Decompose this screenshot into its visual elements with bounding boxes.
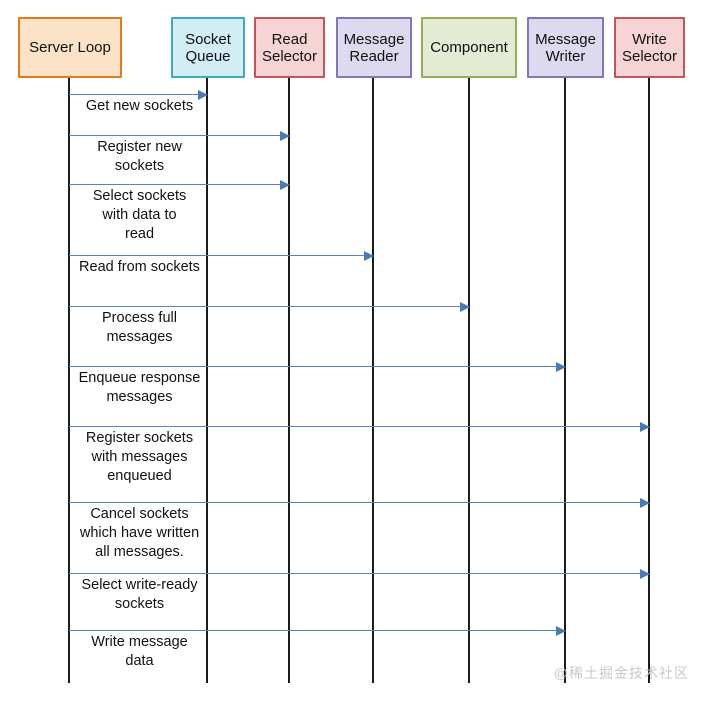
participant-label: Socket Queue [185,30,231,65]
message-arrow-select-write-ready-sockets [69,573,641,574]
arrowhead-select-write-ready-sockets [640,568,650,579]
arrowhead-cancel-sockets-written [640,497,650,508]
message-arrow-process-full-messages [69,306,461,307]
participant-socket-queue[interactable]: Socket Queue [171,17,245,78]
lifeline-message-writer [564,78,566,683]
participant-label: Component [430,39,508,56]
arrowhead-write-message-data [556,625,566,636]
arrowhead-get-new-sockets [198,89,208,100]
message-label-cancel-sockets-written: Cancel sockets which have written all me… [79,506,200,560]
arrowhead-process-full-messages [460,301,470,312]
lifeline-server-loop [68,78,70,683]
participant-write-selector[interactable]: Write Selector [614,17,685,78]
message-arrow-register-sockets-with-messages-enqueued [69,426,641,427]
participant-server-loop[interactable]: Server Loop [18,17,122,78]
arrowhead-enqueue-response-messages [556,361,566,372]
message-label-register-sockets-with-messages-enqueued: Register sockets with messages enqueued [85,430,194,484]
message-arrow-enqueue-response-messages [69,366,557,367]
participant-label: Message Reader [343,30,405,65]
participant-message-reader[interactable]: Message Reader [336,17,412,78]
message-arrow-get-new-sockets [69,94,199,95]
participant-label: Server Loop [29,39,111,56]
participant-label: Write Selector [621,30,678,65]
message-arrow-read-from-sockets [69,255,365,256]
arrowhead-register-sockets-with-messages-enqueued [640,421,650,432]
message-label-select-sockets-with-data-to-read: Select sockets with data to read [92,188,187,242]
message-label-process-full-messages: Process full messages [102,310,177,345]
participant-label: Read Selector [261,30,318,65]
lifeline-read-selector [288,78,290,683]
message-label-enqueue-response-messages: Enqueue response messages [78,370,201,405]
lifeline-component [468,78,470,683]
lifeline-write-selector [648,78,650,683]
message-label-register-new-sockets: Register new sockets [97,139,182,174]
message-label-get-new-sockets: Get new sockets [85,98,194,114]
message-arrow-write-message-data [69,630,557,631]
lifeline-message-reader [372,78,374,683]
message-arrow-cancel-sockets-written [69,502,641,503]
participant-component[interactable]: Component [421,17,517,78]
watermark: @稀土掘金技术社区 [553,665,689,681]
participant-message-writer[interactable]: Message Writer [527,17,604,78]
participant-label: Message Writer [535,30,596,65]
arrowhead-read-from-sockets [364,250,374,261]
lifeline-socket-queue [206,78,208,683]
message-label-select-write-ready-sockets: Select write-ready sockets [81,577,198,612]
message-arrow-register-new-sockets [69,135,281,136]
participant-read-selector[interactable]: Read Selector [254,17,325,78]
arrowhead-select-sockets-with-data-to-read [280,179,290,190]
message-label-read-from-sockets: Read from sockets [79,259,200,275]
message-label-write-message-data: Write message data [91,634,188,669]
arrowhead-register-new-sockets [280,130,290,141]
message-arrow-select-sockets-with-data-to-read [69,184,281,185]
